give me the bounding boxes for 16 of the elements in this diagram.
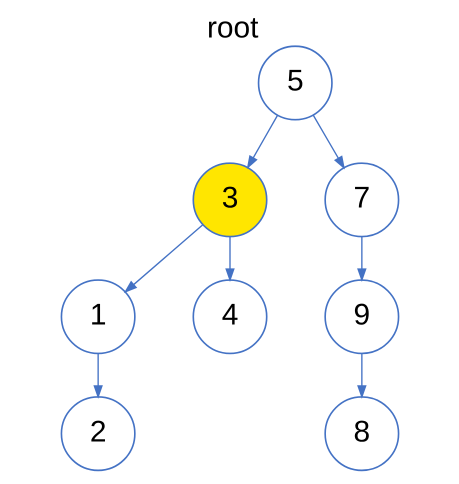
arrow bbox=[246, 115, 278, 170]
node-circle: 7 bbox=[324, 162, 399, 238]
node-label: root bbox=[206, 12, 258, 45]
arrow bbox=[92, 354, 102, 399]
node-circle: 4 bbox=[192, 279, 268, 354]
arrow bbox=[356, 236, 366, 282]
node-circle: 5 bbox=[257, 45, 332, 120]
node-circle: 3 bbox=[192, 162, 268, 238]
node-circle: 1 bbox=[60, 279, 136, 354]
arrow bbox=[312, 115, 344, 170]
node-circle: 8 bbox=[324, 396, 399, 472]
node-circle: 9 bbox=[324, 279, 399, 354]
arrow bbox=[123, 224, 203, 294]
node-circle: 2 bbox=[60, 396, 136, 472]
arrow bbox=[224, 236, 234, 282]
arrow bbox=[356, 354, 366, 399]
